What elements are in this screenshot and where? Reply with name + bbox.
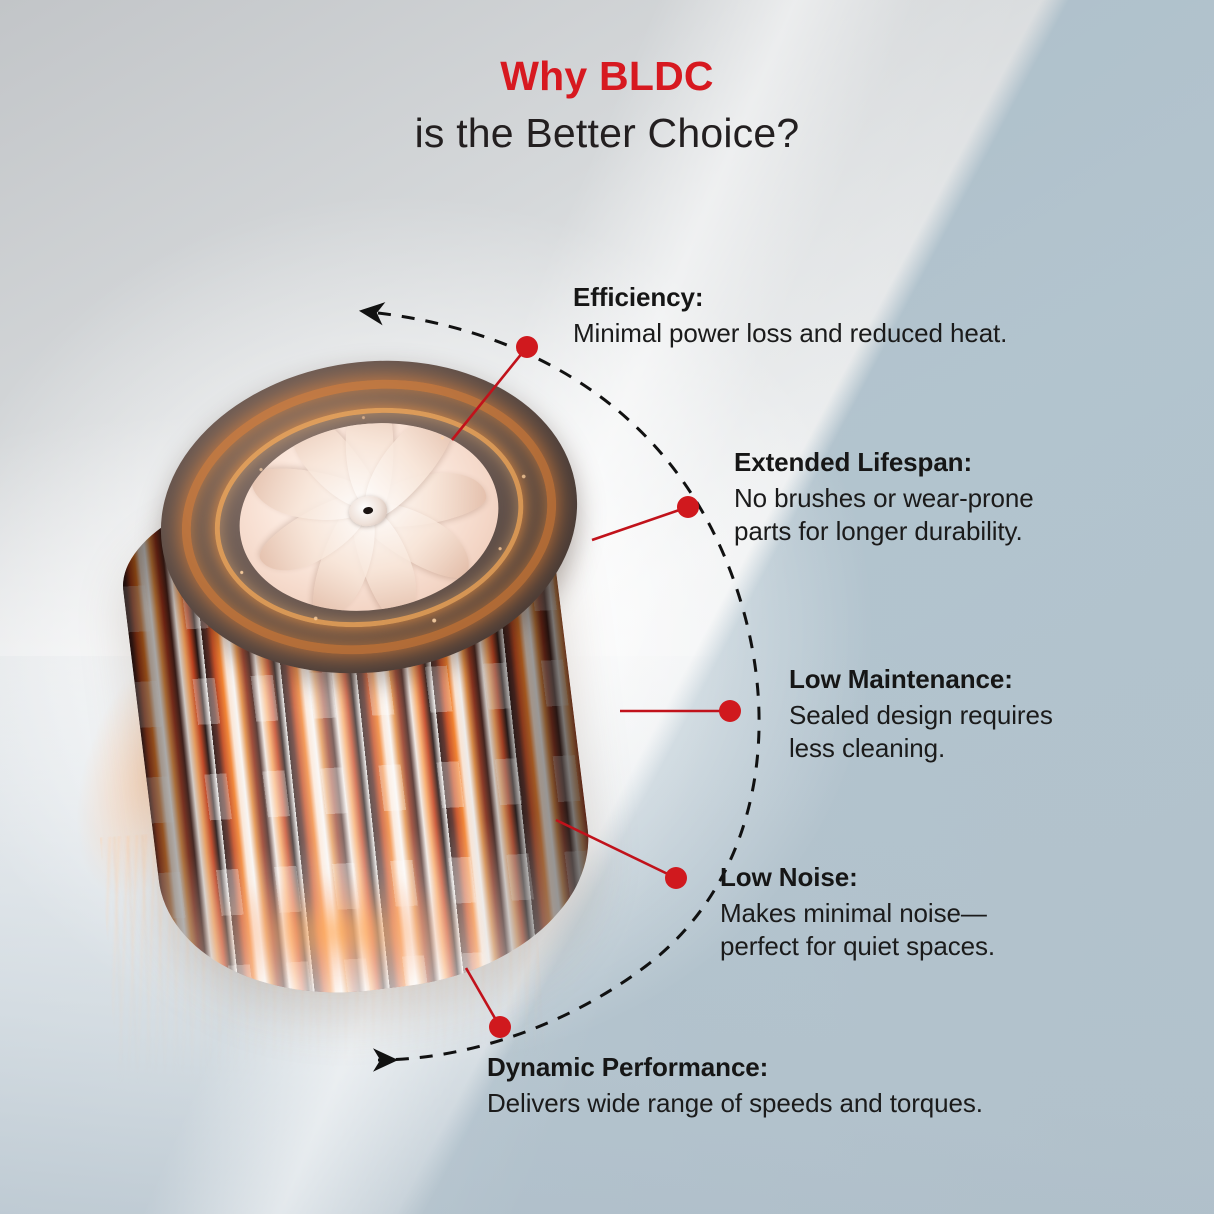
page-title: Why BLDC is the Better Choice? <box>0 56 1214 154</box>
callout-title: Low Noise: <box>720 862 858 892</box>
callout-low-maintenance: Low Maintenance: Sealed design requires … <box>789 664 1119 765</box>
bldc-motor-illustration <box>7 334 658 1087</box>
callout-efficiency: Efficiency: Minimal power loss and reduc… <box>573 282 1113 350</box>
callout-dynamic-performance: Dynamic Performance: Delivers wide range… <box>487 1052 1107 1120</box>
callout-title: Low Maintenance: <box>789 664 1013 694</box>
callout-extended-lifespan: Extended Lifespan: No brushes or wear-pr… <box>734 447 1114 548</box>
callout-body: Makes minimal noise— perfect for quiet s… <box>720 897 995 961</box>
callout-title: Extended Lifespan: <box>734 447 973 477</box>
page-title-subline: is the Better Choice? <box>414 110 800 156</box>
callout-body: Minimal power loss and reduced heat. <box>573 317 1008 348</box>
page-title-accent: Why BLDC <box>500 53 714 99</box>
callout-body: Sealed design requires less cleaning. <box>789 699 1053 763</box>
callout-body: No brushes or wear-prone parts for longe… <box>734 482 1034 546</box>
callout-title: Efficiency: <box>573 282 704 312</box>
callout-low-noise: Low Noise: Makes minimal noise— perfect … <box>720 862 1090 963</box>
callout-title: Dynamic Performance: <box>487 1052 769 1082</box>
motor-bottom-glow <box>188 872 488 992</box>
callout-body: Delivers wide range of speeds and torque… <box>487 1087 983 1118</box>
